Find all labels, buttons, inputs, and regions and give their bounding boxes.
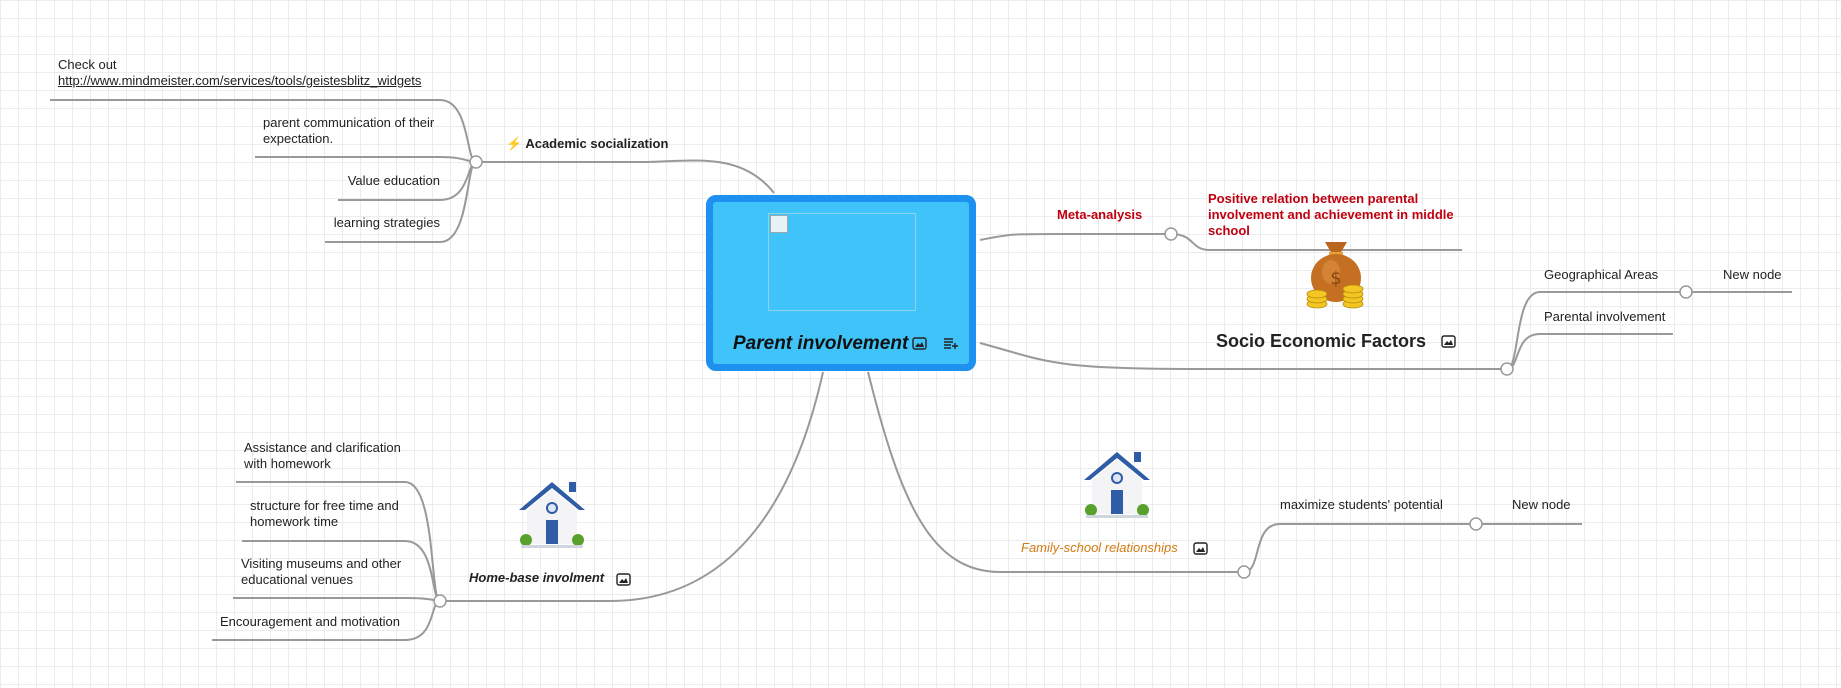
- academic-child-learning[interactable]: learning strategies: [333, 215, 440, 230]
- academic-child-communication[interactable]: parent communication of their expectatio…: [263, 115, 435, 146]
- socio-collapse-handle: [1500, 362, 1514, 376]
- geo-collapse-handle: [1679, 285, 1693, 299]
- branch-socio-label: Socio Economic Factors: [1216, 331, 1427, 351]
- socio-child-parental[interactable]: Parental involvement: [1544, 309, 1666, 324]
- socio-child-geographical[interactable]: Geographical Areas: [1544, 267, 1659, 282]
- home-child-structure[interactable]: structure for free time and homework tim…: [250, 498, 399, 529]
- image-icon[interactable]: [912, 337, 927, 350]
- money-bag-icon: $: [1306, 242, 1364, 309]
- family-child-potential[interactable]: maximize students' potential: [1280, 497, 1443, 512]
- socio-image-icon[interactable]: [1441, 335, 1456, 348]
- home-child-museums[interactable]: Visiting museums and other educational v…: [241, 556, 402, 587]
- family-collapse-handle: [1237, 565, 1251, 579]
- branch-academic[interactable]: ⚡ Academic socialization: [506, 136, 668, 152]
- house-icon: [519, 482, 585, 548]
- geo-child-new-node[interactable]: New node: [1723, 267, 1782, 282]
- meta-child-positive-relation[interactable]: Positive relation between parental invol…: [1208, 191, 1454, 238]
- meta-collapse-handle: [1164, 227, 1178, 241]
- academic-child-value[interactable]: Value education: [347, 173, 440, 188]
- potential-child-new-node[interactable]: New node: [1512, 497, 1571, 512]
- potential-collapse-handle: [1469, 517, 1483, 531]
- branch-family[interactable]: Family-school relationships: [1021, 540, 1178, 555]
- academic-child-checkout[interactable]: Check out http://www.mindmeister.com/ser…: [58, 57, 421, 89]
- lightning-icon: ⚡: [506, 136, 523, 151]
- broken-image-icon: [770, 215, 788, 233]
- central-image: [768, 213, 916, 311]
- home-child-encouragement[interactable]: Encouragement and motivation: [220, 614, 400, 629]
- branch-home[interactable]: Home-base involment: [469, 570, 605, 585]
- svg-text:$: $: [1330, 268, 1341, 289]
- central-title: Parent involvement: [733, 333, 909, 354]
- note-icon[interactable]: [943, 337, 958, 350]
- academic-collapse-handle: [469, 155, 483, 169]
- branch-meta[interactable]: Meta-analysis: [1057, 207, 1143, 222]
- central-node[interactable]: Parent involvement: [706, 195, 976, 371]
- home-image-icon[interactable]: [616, 573, 631, 586]
- family-image-icon[interactable]: [1193, 542, 1208, 555]
- branch-socio[interactable]: Socio Economic Factors: [1216, 330, 1426, 352]
- home-child-assistance[interactable]: Assistance and clarification with homewo…: [244, 440, 401, 471]
- family-house-icon: [1084, 452, 1150, 518]
- checkout-label: Check out: [58, 57, 117, 72]
- home-collapse-handle: [433, 594, 447, 608]
- branch-academic-label: Academic socialization: [525, 136, 669, 151]
- geistesblitz-link[interactable]: http://www.mindmeister.com/services/tool…: [58, 73, 422, 88]
